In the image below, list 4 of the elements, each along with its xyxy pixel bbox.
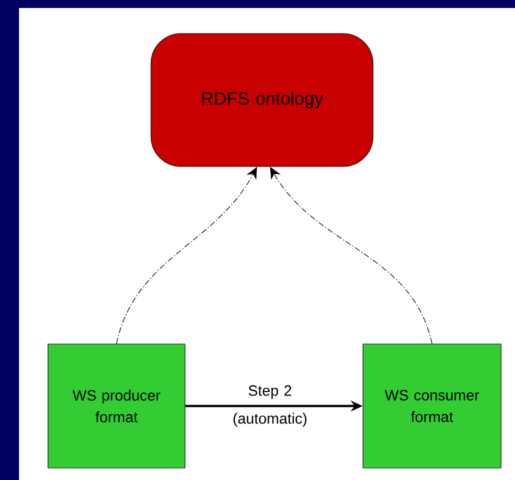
format-box: WS producer format [48, 344, 186, 468]
edge-label: Step 2 (automatic) [234, 385, 306, 427]
ontology-box: RDFS ontology [150, 33, 374, 167]
format-box: WS consumer format [362, 344, 502, 468]
